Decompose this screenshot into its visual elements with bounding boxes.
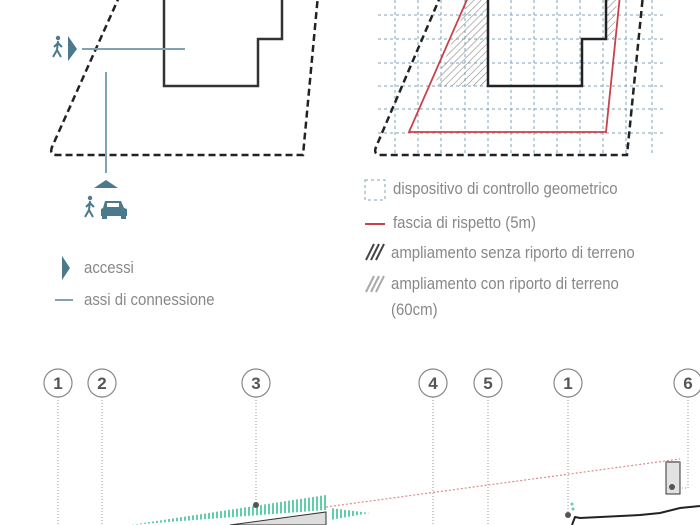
svg-text:4: 4 bbox=[428, 374, 438, 393]
legend-grid-icon bbox=[364, 179, 386, 201]
svg-text:6: 6 bbox=[683, 374, 692, 393]
extension-hatch-left bbox=[434, 0, 488, 86]
lot-boundary bbox=[373, 0, 644, 157]
svg-text:1: 1 bbox=[53, 374, 62, 393]
pedestrian-icon bbox=[52, 35, 63, 58]
access-arrow-up-icon bbox=[94, 180, 118, 188]
ground-line bbox=[571, 505, 700, 525]
marker-6: 6 bbox=[673, 368, 700, 398]
legend-setback-label: fascia di rispetto (5m) bbox=[393, 213, 536, 232]
lot-boundary bbox=[49, 0, 319, 157]
svg-text:2: 2 bbox=[97, 374, 106, 393]
legend-dark-hatch-icon bbox=[365, 243, 385, 261]
car-icon bbox=[101, 201, 127, 219]
legend-light-hatch-icon bbox=[365, 275, 385, 293]
extension-hatch-right bbox=[606, 0, 617, 39]
legend-dark-hatch-label: ampliamento senza riporto di terreno bbox=[391, 243, 635, 262]
pedestrian-icon bbox=[84, 195, 95, 218]
marker-5: 5 bbox=[473, 368, 503, 398]
building-outline bbox=[162, 0, 284, 88]
setback-band bbox=[407, 0, 621, 133]
height-limit-line bbox=[325, 458, 681, 508]
legend-light-hatch-label: ampliamento con riporto di terreno bbox=[391, 274, 619, 293]
marker-3: 3 bbox=[241, 368, 271, 398]
terrain-fill bbox=[229, 511, 327, 525]
marker-4: 4 bbox=[418, 368, 448, 398]
marker-2: 2 bbox=[87, 368, 117, 398]
vegetation-hatch-2 bbox=[330, 508, 370, 520]
left-plan bbox=[49, 0, 319, 301]
right-plan bbox=[364, 0, 663, 293]
access-arrow-icon bbox=[68, 36, 77, 61]
legend-axis-label: assi di connessione bbox=[84, 290, 215, 309]
legend-access-icon bbox=[62, 256, 70, 280]
section bbox=[57, 397, 700, 525]
vegetation-hatch bbox=[130, 495, 326, 525]
legend-light-hatch-label-2: (60cm) bbox=[391, 300, 438, 319]
section-markers: 1 2 3 4 5 1 6 bbox=[43, 368, 700, 398]
marker-1b: 1 bbox=[553, 368, 583, 398]
svg-text:3: 3 bbox=[251, 374, 260, 393]
building-outline bbox=[486, 0, 608, 88]
marker-1: 1 bbox=[43, 368, 73, 398]
svg-text:5: 5 bbox=[483, 374, 492, 393]
legend-access-label: accessi bbox=[84, 258, 134, 277]
svg-text:1: 1 bbox=[563, 374, 572, 393]
legend-grid-label: dispositivo di controllo geometrico bbox=[393, 179, 618, 198]
